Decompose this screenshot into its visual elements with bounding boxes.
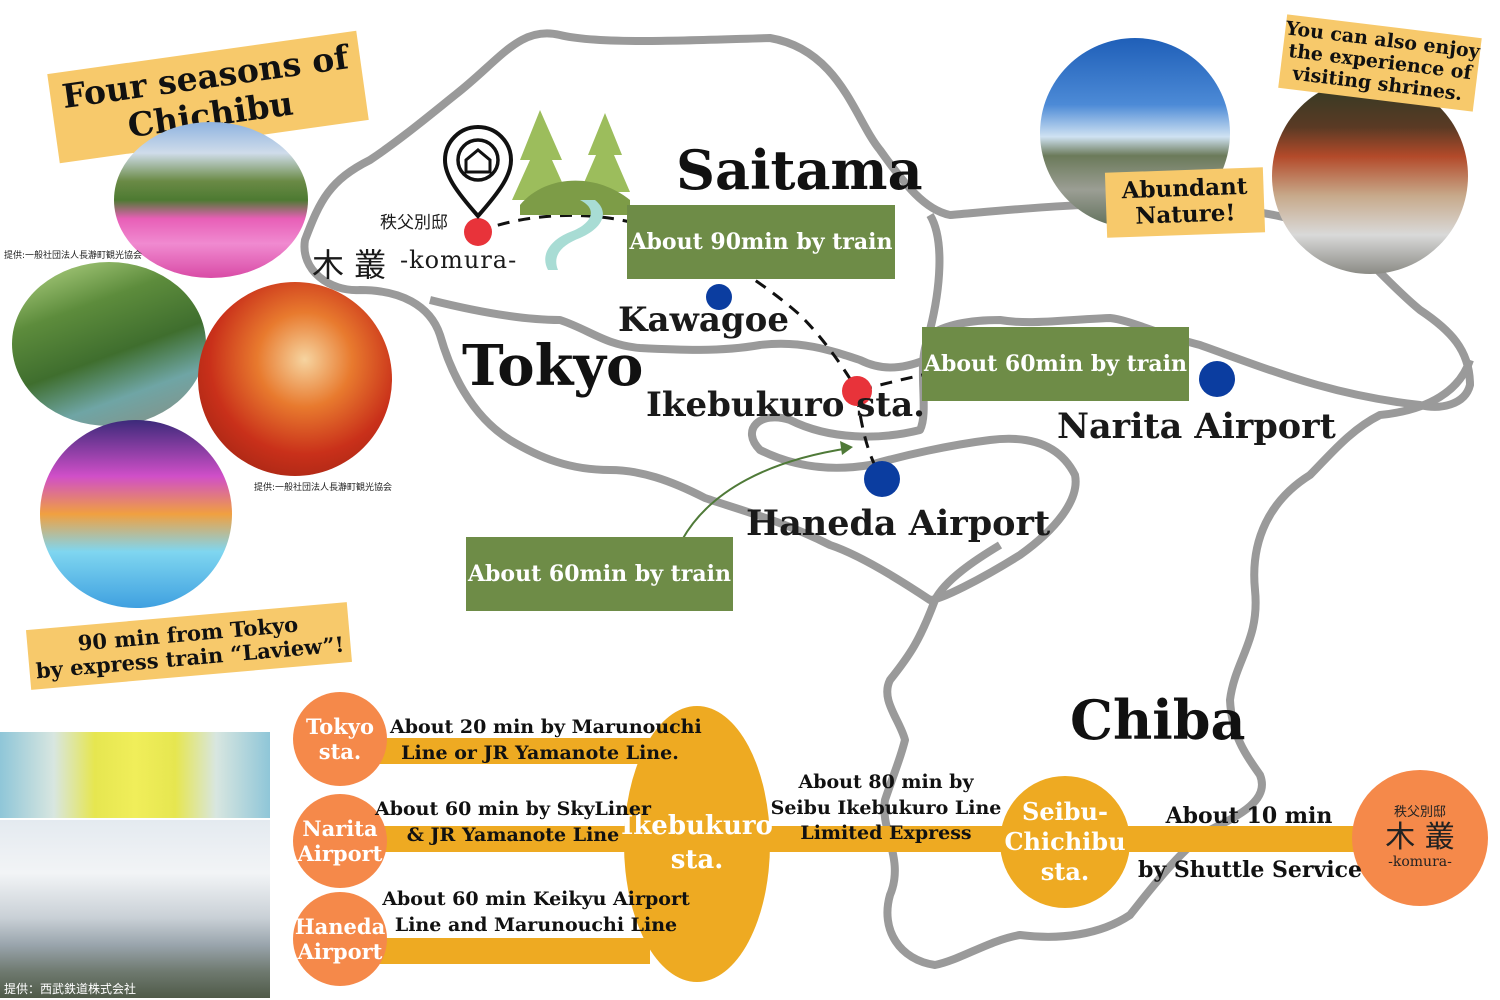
route-text-tokyo: About 20 min by Marunouchi Line or JR Ya… [390,715,702,766]
route-text-seibu: About 80 min by Seibu Ikebukuro Line Lim… [770,770,1002,847]
node-komura-romaji: -komura- [1388,853,1452,870]
route-text-shuttle-top: About 10 min [1165,803,1333,829]
prefecture-outline-chiba [880,358,1474,969]
route-text-haneda-line1: About 60 min Keikyu Airport [382,888,690,910]
node-narita-airport: Narita Airport [293,794,387,888]
node-seibu-chichibu: Seibu- Chichibu sta. [1000,776,1130,908]
location-pin-home-icon [442,125,514,220]
route-text-haneda-line2: Line and Marunouchi Line [394,913,678,936]
prefecture-outline-saitama-tokyo [300,29,1474,604]
destination-kanji-large: 木 叢 [312,246,387,284]
tag-nature-line2: Nature! [1134,199,1236,231]
route-arrow-haneda [681,447,851,541]
photo-credit-seibu: 提供：西武鉄道株式会社 [4,982,137,996]
node-komura-kanji-large: 木 叢 [1385,819,1455,855]
region-label-tokyo: Tokyo [462,333,644,399]
photo-credit-nagatoro-1: 提供:一般社団法人長瀞町観光協会 [4,251,143,261]
route-bar-narita [340,826,650,852]
dot-haneda [864,461,900,497]
photo-credit-nagatoro-2: 提供:一般社団法人長瀞町観光協会 [254,483,393,493]
node-ikebukuro-line2: sta. [670,845,724,875]
node-narita-line1: Narita [302,815,378,841]
prefecture-border-north [926,212,944,331]
dot-chichibu [464,218,492,246]
photo-laview-train: 提供：西武鉄道株式会社 [0,820,270,998]
route-text-narita-line1: About 60 min by SkyLiner [374,798,652,820]
photo-spring-flowers [114,122,308,278]
place-label-haneda: Haneda Airport [746,503,1051,544]
river-icon [545,200,603,270]
node-tokyo-station: Tokyo sta. [293,692,387,786]
node-haneda-line2: Airport [297,939,383,964]
route-text-seibu-line2: Seibu Ikebukuro Line [770,796,1002,819]
forest-trees-icon [512,110,630,215]
node-seibu-line2: Chichibu [1004,827,1126,856]
route-bar-haneda [340,938,650,964]
place-label-ikebukuro: Ikebukuro sta. [646,385,926,425]
dot-ikebukuro [842,376,872,406]
route-text-tokyo-line1: About 20 min by Marunouchi [390,716,702,738]
node-ikebukuro-line1: Ikebukuro [621,811,773,842]
train-time-box-haneda: About 60min by train [466,537,733,611]
photo-autumn-leaves [198,282,392,476]
photo-shrine [1272,78,1468,274]
train-time-box-chichibu: About 90min by train [627,205,895,279]
prefecture-border-tokyo [429,296,927,372]
dot-kawagoe [706,284,732,310]
node-komura-kanji-small: 秩父別邸 [1393,805,1446,821]
route-text-tokyo-line2: Line or JR Yamanote Line. [401,741,679,764]
route-text-shuttle-bottom: by Shuttle Service [1138,857,1363,883]
node-ikebukuro-hub: Ikebukuro sta. [621,706,773,982]
node-seibu-line1: Seibu- [1022,797,1108,826]
route-text-seibu-line1: About 80 min by [798,771,974,793]
train-time-box-narita: About 60min by train [922,327,1189,401]
route-bar-shuttle [1120,826,1370,852]
region-label-saitama: Saitama [676,138,923,202]
destination-romaji: -komura- [400,246,518,274]
node-tokyo-line1: Tokyo [306,713,374,739]
place-label-kawagoe: Kawagoe [618,300,789,340]
route-bar-tokyo [340,738,650,764]
destination-kanji-small: 秩父別邸 [380,213,448,233]
node-haneda-line1: Haneda [294,913,386,939]
tag-abundant-nature: Abundant Nature! [1104,167,1266,238]
node-tokyo-line2: sta. [318,739,362,764]
node-seibu-line3: sta. [1040,857,1090,886]
photo-summer-river [12,262,206,426]
region-label-chiba: Chiba [1070,688,1246,752]
route-text-haneda: About 60 min Keikyu Airport Line and Mar… [376,887,696,938]
node-narita-line2: Airport [297,841,383,866]
route-text-seibu-line3: Limited Express [800,822,972,845]
node-haneda-airport: Haneda Airport [293,892,387,986]
node-komura-destination: 秩父別邸 木 叢 -komura- [1352,770,1488,906]
route-text-narita-line2: & JR Yamanote Line [406,823,620,846]
dot-narita [1199,361,1235,397]
photo-winter-icicles [40,420,232,608]
photo-train-interior [0,732,270,818]
place-label-narita: Narita Airport [1057,406,1336,447]
route-text-narita: About 60 min by SkyLiner & JR Yamanote L… [368,797,658,848]
